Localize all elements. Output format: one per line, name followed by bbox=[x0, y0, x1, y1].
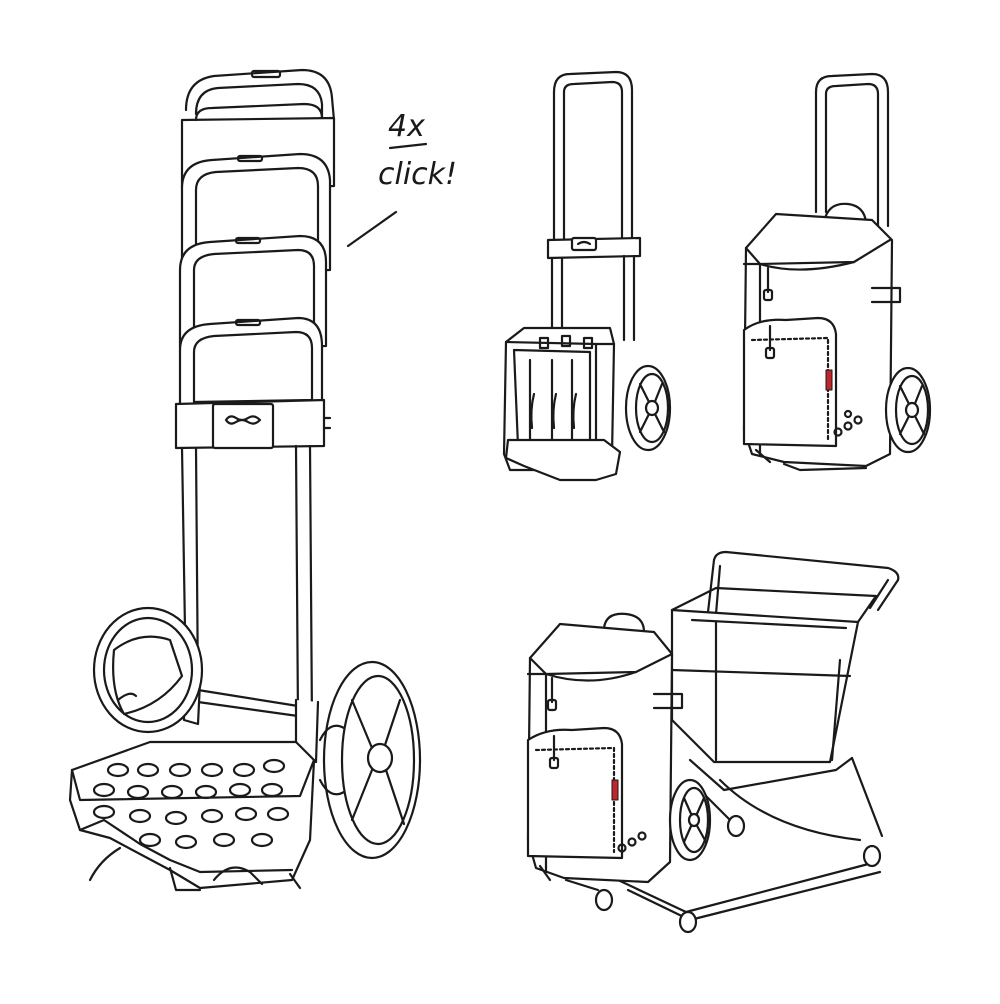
cart-bag-wheel bbox=[670, 780, 710, 860]
hand-truck-icon bbox=[70, 70, 420, 890]
annotation-count: 4x bbox=[388, 109, 425, 144]
left-wheel bbox=[94, 608, 202, 732]
annotation-action: click! bbox=[378, 157, 458, 192]
annotation-underline bbox=[390, 144, 426, 148]
base-plate-holes bbox=[94, 760, 288, 848]
telescope-segment-4 bbox=[180, 318, 322, 406]
bottle-crate bbox=[504, 328, 614, 470]
hand-truck-crate-icon bbox=[504, 72, 670, 480]
right-wheel bbox=[320, 662, 420, 858]
shopping-trolley-bag-icon bbox=[744, 74, 930, 470]
shopping-cart-icon bbox=[528, 552, 898, 932]
trolley-bag bbox=[744, 214, 900, 466]
cart-trolley-bag bbox=[528, 614, 682, 890]
bag-wheel bbox=[886, 368, 930, 452]
base-plate bbox=[70, 742, 314, 890]
annotation-pointer-line bbox=[348, 212, 396, 246]
crate-wheel bbox=[626, 366, 670, 450]
